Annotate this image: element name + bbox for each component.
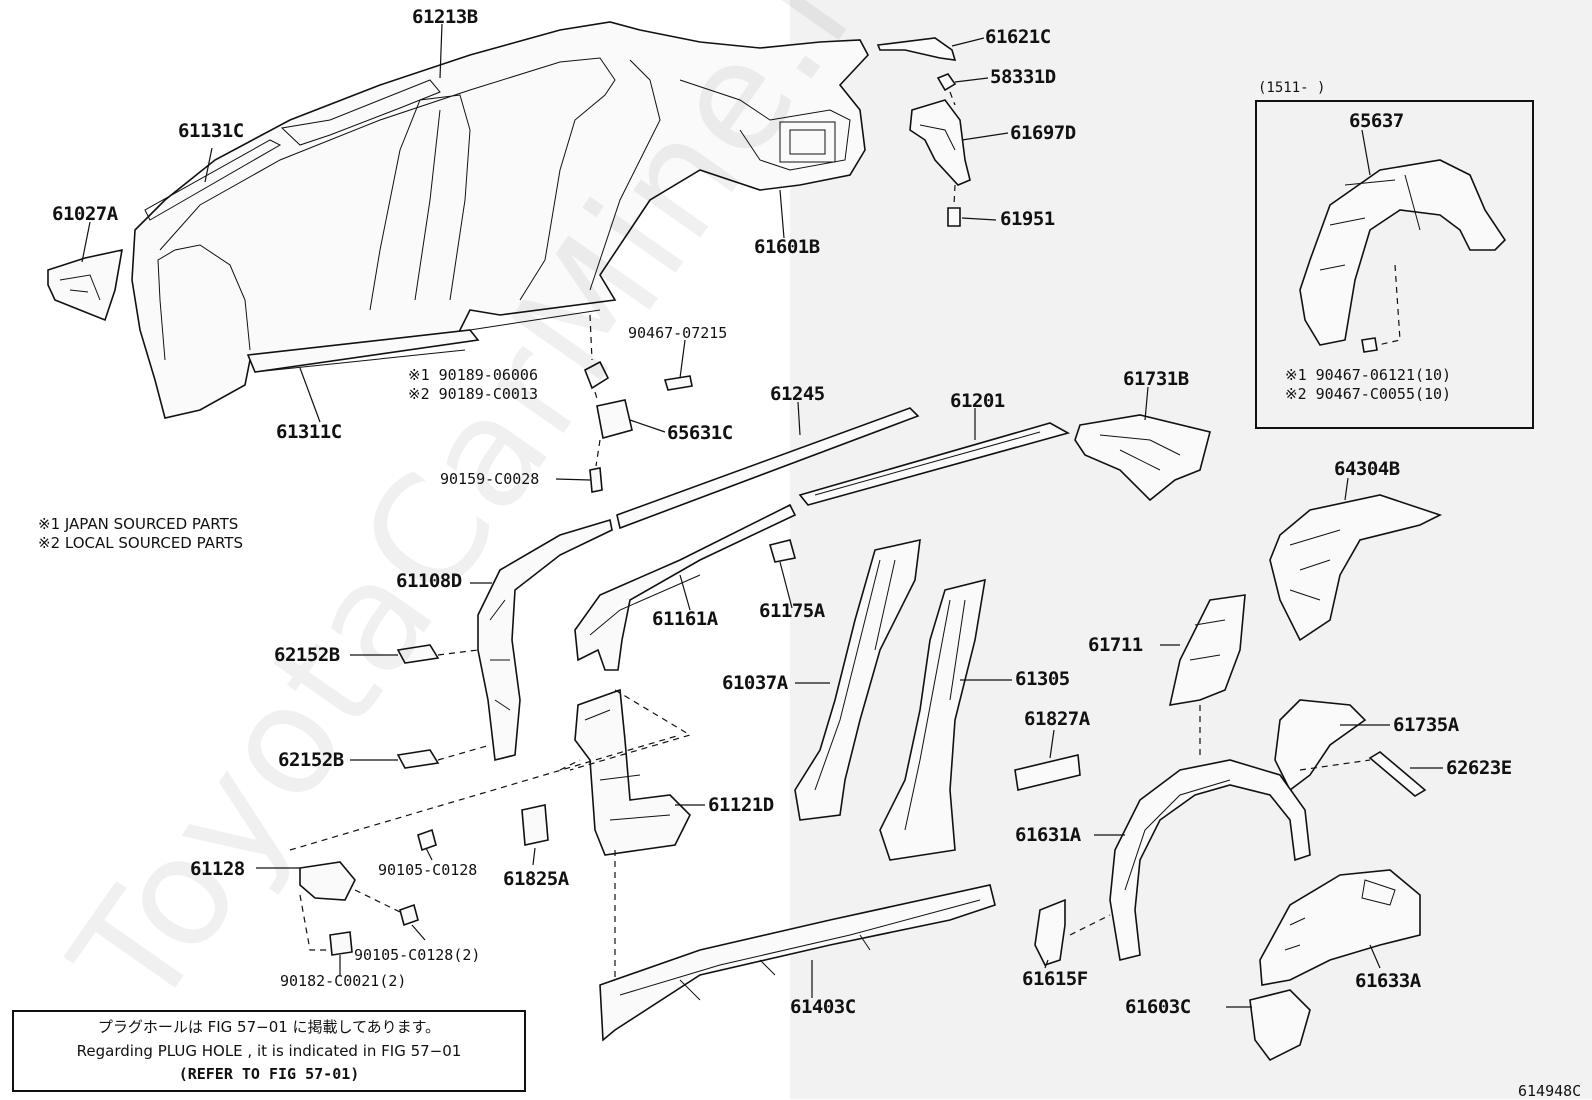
part-61633A-shape <box>1259 869 1421 986</box>
note-local-sourced: ※2 LOCAL SOURCED PARTS <box>38 534 243 552</box>
plug-hole-reference-box: プラグホールは FIG 57−01 に掲載してあります。 Regarding P… <box>12 1010 526 1092</box>
label-64304B: 64304B <box>1334 458 1400 480</box>
part-61128-shape <box>299 861 356 901</box>
label-61621C: 61621C <box>985 26 1051 48</box>
part-61305-shape <box>879 578 986 861</box>
label-61121D: 61121D <box>708 794 774 816</box>
label-61735A: 61735A <box>1393 714 1459 736</box>
part-61603C-shape <box>1249 989 1311 1062</box>
part-61615F-shape <box>1034 898 1066 966</box>
label-61108D: 61108D <box>396 570 462 592</box>
label-61128: 61128 <box>190 858 245 880</box>
bolt-90105-C0128-b <box>399 903 419 927</box>
label-90467-07215: 90467-07215 <box>628 324 728 342</box>
label-61827A: 61827A <box>1024 708 1090 730</box>
label-61175A: 61175A <box>759 600 825 622</box>
label-61601B: 61601B <box>754 236 820 258</box>
label-90105-C0128: 90105-C0128 <box>378 861 478 879</box>
label-90467-C0055: ※2 90467-C0055(10) <box>1285 385 1452 403</box>
part-61697D-shape <box>909 99 971 186</box>
clip-90467-07215 <box>663 375 693 391</box>
label-61037A: 61037A <box>722 672 788 694</box>
reference-english: Regarding PLUG HOLE , it is indicated in… <box>76 1042 462 1060</box>
bolt-90159-C0028 <box>589 467 603 493</box>
bolt-90105-C0128-a <box>417 828 437 852</box>
label-90189-C0013: ※2 90189-C0013 <box>408 385 538 403</box>
pad-61827A <box>1014 754 1081 791</box>
part-61403C-shape <box>599 884 996 1042</box>
label-65637: 65637 <box>1349 110 1404 132</box>
part-61121D-shape <box>574 688 691 856</box>
label-61161A: 61161A <box>652 608 718 630</box>
label-61305: 61305 <box>1015 668 1070 690</box>
label-61615F: 61615F <box>1022 968 1088 990</box>
clip-90467-06121 <box>1361 337 1378 353</box>
label-61951: 61951 <box>1000 208 1055 230</box>
label-61213B: 61213B <box>412 6 478 28</box>
side-outer-panel <box>131 21 869 419</box>
part-61037A-shape <box>794 538 921 821</box>
diagram-id: 614948C <box>1518 1082 1582 1100</box>
part-61245-shape <box>616 407 920 530</box>
part-61161A-shape <box>574 503 797 671</box>
part-58331D-shape <box>936 73 957 92</box>
label-61711: 61711 <box>1088 634 1143 656</box>
part-61735A-shape <box>1274 699 1367 792</box>
part-62623E-shape <box>1368 751 1427 797</box>
part-61621C-shape <box>876 37 957 61</box>
label-62152B-a: 62152B <box>274 644 340 666</box>
bracket-65631C <box>596 399 633 440</box>
label-61131C: 61131C <box>178 120 244 142</box>
label-61633A: 61633A <box>1355 970 1421 992</box>
label-90189-06006: ※1 90189-06006 <box>408 366 538 384</box>
part-64304B-shape <box>1269 494 1443 642</box>
part-61311C-shape <box>246 329 480 373</box>
part-61108D-shape <box>477 518 613 761</box>
pad-62152B-a <box>396 644 440 664</box>
part-61631A-shape <box>1109 759 1311 961</box>
part-61027A-shape <box>47 248 123 322</box>
label-62152B-b: 62152B <box>278 749 344 771</box>
pad-62152B-b <box>396 749 440 769</box>
label-90159-C0028: 90159-C0028 <box>440 470 540 488</box>
reference-refer-link[interactable]: (REFER TO FIG 57-01) <box>178 1065 360 1083</box>
label-61631A: 61631A <box>1015 824 1081 846</box>
leader-lines <box>81 23 1443 1008</box>
label-65631C: 65631C <box>667 422 733 444</box>
label-61311C: 61311C <box>276 421 342 443</box>
reference-japanese: プラグホールは FIG 57−01 に掲載してあります。 <box>97 1018 441 1036</box>
label-90467-06121: ※1 90467-06121(10) <box>1285 366 1452 384</box>
part-65637-shape <box>1299 159 1507 346</box>
note-japan-sourced: ※1 JAPAN SOURCED PARTS <box>38 515 239 533</box>
part-61731B-shape <box>1074 414 1211 502</box>
part-61711-shape <box>1168 594 1246 706</box>
label-61603C: 61603C <box>1125 996 1191 1018</box>
label-61201: 61201 <box>950 390 1005 412</box>
label-61825A: 61825A <box>503 868 569 890</box>
part-61175A-shape <box>768 539 797 563</box>
plug-90182-C0021 <box>329 931 353 956</box>
inset-date-range: (1511- ) <box>1258 80 1326 96</box>
label-61697D: 61697D <box>1010 122 1076 144</box>
label-58331D: 58331D <box>990 66 1056 88</box>
label-90182-C0021-2: 90182-C0021(2) <box>280 972 407 990</box>
label-61403C: 61403C <box>790 996 856 1018</box>
clip-90189 <box>583 360 610 390</box>
part-61201-shape <box>798 422 1071 506</box>
label-61027A: 61027A <box>52 203 118 225</box>
part-61951-shape <box>947 207 961 227</box>
label-61245: 61245 <box>770 383 825 405</box>
label-62623E: 62623E <box>1446 757 1512 779</box>
inset-box: 65637 ※1 90467-06121(10) ※2 90467-C0055(… <box>1255 100 1534 429</box>
label-61731B: 61731B <box>1123 368 1189 390</box>
part-61825A-shape <box>521 804 549 846</box>
label-90105-C0128-2: 90105-C0128(2) <box>354 946 481 964</box>
